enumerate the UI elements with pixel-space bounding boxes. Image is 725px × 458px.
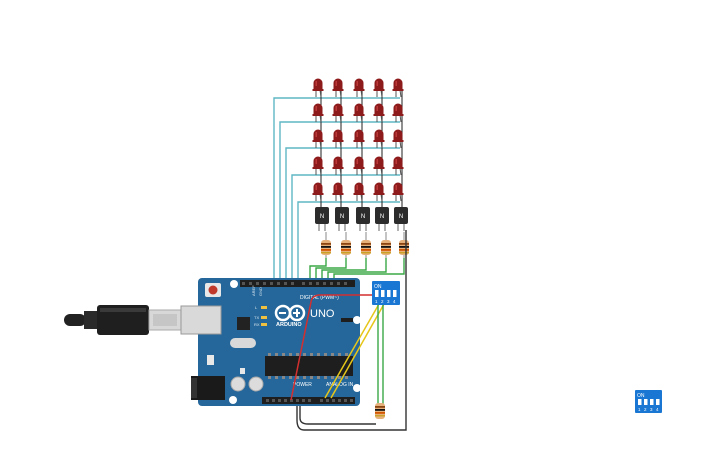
led-l-label: L	[255, 305, 258, 310]
dip-switch-on-label: ON	[374, 284, 382, 290]
dip-switch[interactable]: ON 1 2 3 4	[372, 281, 400, 305]
ground-wires	[296, 230, 407, 431]
led[interactable]	[373, 182, 385, 202]
dip-toggle-2[interactable]	[381, 290, 385, 297]
led[interactable]	[353, 78, 365, 98]
digital-pwm-label: DIGITAL (PWM~)	[300, 295, 339, 301]
usb-cable[interactable]	[64, 305, 182, 335]
led[interactable]	[312, 103, 324, 123]
led[interactable]	[332, 156, 344, 176]
arduino-uno-board[interactable]: AREF GND DIGITAL (PWM~) UNO ARDUINO L TX…	[180, 278, 361, 406]
led[interactable]	[353, 156, 365, 176]
led[interactable]	[312, 156, 324, 176]
led[interactable]	[332, 78, 344, 98]
led-tx-label: TX	[254, 315, 259, 320]
resistor[interactable]	[399, 232, 409, 260]
spare-dip-switch[interactable]: ON 1 2 3 4	[635, 390, 662, 413]
led[interactable]	[373, 103, 385, 123]
power-header-label: POWER	[293, 382, 312, 388]
led[interactable]	[392, 103, 404, 123]
spare-dip-number-4: 4	[656, 407, 659, 412]
spare-dip-toggle-4[interactable]	[656, 399, 660, 405]
resistor[interactable]	[361, 232, 371, 260]
dip-number-1: 1	[375, 299, 378, 304]
led[interactable]	[392, 182, 404, 202]
npn-transistor[interactable]: N	[356, 207, 370, 231]
led[interactable]	[373, 156, 385, 176]
gnd-label: GND	[258, 287, 263, 296]
led[interactable]	[312, 129, 324, 149]
led[interactable]	[312, 182, 324, 202]
resistor[interactable]	[321, 232, 331, 260]
switch-signal-wires	[324, 303, 385, 399]
power-wire	[290, 294, 374, 401]
row-wires	[273, 97, 400, 283]
led[interactable]	[373, 129, 385, 149]
led-matrix	[312, 78, 404, 202]
spare-dip-toggle-1[interactable]	[638, 399, 642, 405]
spare-dip-on-label: ON	[637, 393, 645, 399]
npn-transistor[interactable]: N	[335, 207, 349, 231]
npn-transistor[interactable]: N	[375, 207, 389, 231]
spare-dip-number-3: 3	[650, 407, 653, 412]
uno-model-label: UNO	[310, 308, 335, 320]
pulldown-resistors[interactable]	[375, 403, 385, 419]
resistor[interactable]	[381, 232, 391, 260]
led[interactable]	[392, 156, 404, 176]
spare-dip-toggle-2[interactable]	[644, 399, 648, 405]
dip-number-3: 3	[387, 299, 390, 304]
dip-number-2: 2	[381, 299, 384, 304]
led[interactable]	[353, 129, 365, 149]
switch-pulldown-wires	[377, 304, 384, 404]
led[interactable]	[312, 78, 324, 98]
transistor-label: N	[380, 214, 384, 220]
transistor-label: N	[320, 214, 324, 220]
dip-toggle-1[interactable]	[375, 290, 379, 297]
spare-dip-toggle-3[interactable]	[650, 399, 654, 405]
led[interactable]	[392, 129, 404, 149]
transistor-label: N	[399, 214, 403, 220]
led[interactable]	[332, 129, 344, 149]
led[interactable]	[353, 103, 365, 123]
spare-dip-number-1: 1	[638, 407, 641, 412]
aref-label: AREF	[251, 285, 256, 296]
npn-transistor[interactable]: N	[394, 207, 408, 231]
dip-toggle-3[interactable]	[387, 290, 391, 297]
led[interactable]	[332, 182, 344, 202]
led[interactable]	[353, 182, 365, 202]
transistor-label: N	[340, 214, 344, 220]
spare-dip-number-2: 2	[644, 407, 647, 412]
dip-toggle-4[interactable]	[393, 290, 397, 297]
npn-transistor[interactable]: N	[315, 207, 329, 231]
transistor-label: N	[361, 214, 365, 220]
arduino-logo-icon	[274, 304, 306, 322]
arduino-brand-label: ARDUINO	[276, 322, 302, 328]
dip-number-4: 4	[393, 299, 396, 304]
led[interactable]	[392, 78, 404, 98]
led[interactable]	[373, 78, 385, 98]
led[interactable]	[332, 103, 344, 123]
resistor[interactable]	[341, 232, 351, 260]
resistor-row	[321, 232, 409, 260]
analog-header-label: ANALOG IN	[326, 382, 354, 388]
led-rx-label: RX	[254, 322, 260, 327]
